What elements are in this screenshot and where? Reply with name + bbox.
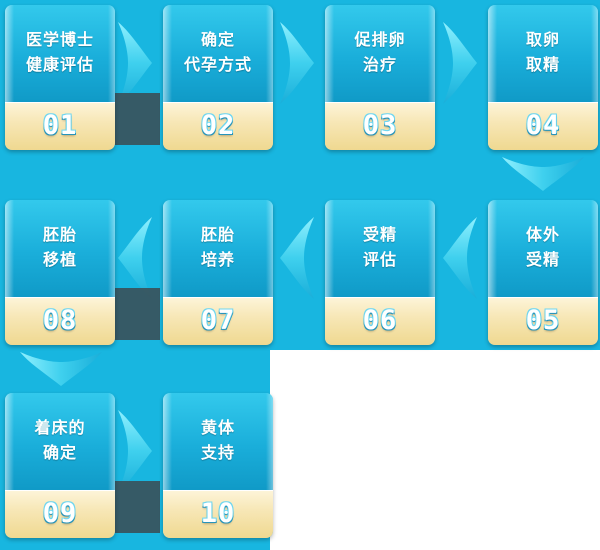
step-number-08: 08 [42,305,78,336]
step-number-05: 05 [525,305,561,336]
step-card-09[interactable]: 着床的 确定 09 [5,393,115,538]
step-number-10: 10 [200,498,236,529]
card-top-band [163,393,273,490]
step-number-03: 03 [362,110,398,141]
arrow-left-icon-07-08 [116,215,154,301]
step-number-band-03: 03 [325,102,435,150]
step-number-band-09: 09 [5,490,115,538]
card-right-highlight [266,393,273,538]
step-number-06: 06 [362,305,398,336]
card-left-highlight [163,393,172,538]
step-number-01: 01 [42,110,78,141]
step-card-08[interactable]: 胚胎 移植 08 [5,200,115,345]
card-right-highlight [428,200,435,345]
card-top-band [5,5,115,102]
step-label-05: 体外 受精 [525,225,560,269]
card-left-highlight [5,200,14,345]
arrow-down-icon-04-05 [500,155,586,193]
card-left-highlight [325,200,334,345]
card-top-band [488,5,598,102]
card-left-highlight [488,200,497,345]
step-card-04[interactable]: 取卵 取精 04 [488,5,598,150]
step-label-07: 胚胎 培养 [200,225,235,269]
step-label-02: 确定 代孕方式 [183,30,252,74]
card-top-band [325,200,435,297]
arrow-right-icon-01-02 [116,20,154,106]
step-card-05[interactable]: 体外 受精 05 [488,200,598,345]
card-right-highlight [108,5,115,150]
step-label-03: 促排卵 治疗 [354,30,406,74]
arrow-right-icon-02-03 [278,20,316,106]
step-number-band-02: 02 [163,102,273,150]
step-number-04: 04 [525,110,561,141]
card-top-band [5,393,115,490]
step-label-06: 受精 评估 [362,225,397,269]
step-number-band-05: 05 [488,297,598,345]
card-right-highlight [266,200,273,345]
card-top-band [163,5,273,102]
connector-block-07-08 [113,288,160,340]
connector-block-01-02 [113,93,160,145]
card-left-highlight [163,5,172,150]
step-label-01: 医学博士 健康评估 [25,30,94,74]
step-number-09: 09 [42,498,78,529]
step-number-07: 07 [200,305,236,336]
step-card-06[interactable]: 受精 评估 06 [325,200,435,345]
card-left-highlight [488,5,497,150]
card-top-band [325,5,435,102]
arrow-right-icon-09-10 [116,408,154,494]
card-left-highlight [163,200,172,345]
card-right-highlight [266,5,273,150]
step-card-10[interactable]: 黄体 支持 10 [163,393,273,538]
card-right-highlight [591,200,598,345]
card-right-highlight [108,393,115,538]
arrow-down-icon-08-09 [18,350,104,388]
step-number-band-04: 04 [488,102,598,150]
step-card-07[interactable]: 胚胎 培养 07 [163,200,273,345]
step-number-band-06: 06 [325,297,435,345]
card-right-highlight [108,200,115,345]
step-number-band-10: 10 [163,490,273,538]
arrow-left-icon-06-07 [278,215,316,301]
step-card-03[interactable]: 促排卵 治疗 03 [325,5,435,150]
arrow-right-icon-03-04 [441,20,479,106]
card-left-highlight [325,5,334,150]
step-number-band-08: 08 [5,297,115,345]
step-label-09: 着床的 确定 [34,418,86,462]
step-number-band-01: 01 [5,102,115,150]
step-card-02[interactable]: 确定 代孕方式 02 [163,5,273,150]
card-top-band [488,200,598,297]
step-number-band-07: 07 [163,297,273,345]
step-label-10: 黄体 支持 [200,418,235,462]
card-left-highlight [5,393,14,538]
card-top-band [163,200,273,297]
step-label-08: 胚胎 移植 [42,225,77,269]
card-left-highlight [5,5,14,150]
arrow-left-icon-05-06 [441,215,479,301]
card-right-highlight [591,5,598,150]
step-label-04: 取卵 取精 [525,30,560,74]
card-right-highlight [428,5,435,150]
step-card-01[interactable]: 医学博士 健康评估 01 [5,5,115,150]
card-top-band [5,200,115,297]
step-number-02: 02 [200,110,236,141]
connector-block-09-10 [113,481,160,533]
